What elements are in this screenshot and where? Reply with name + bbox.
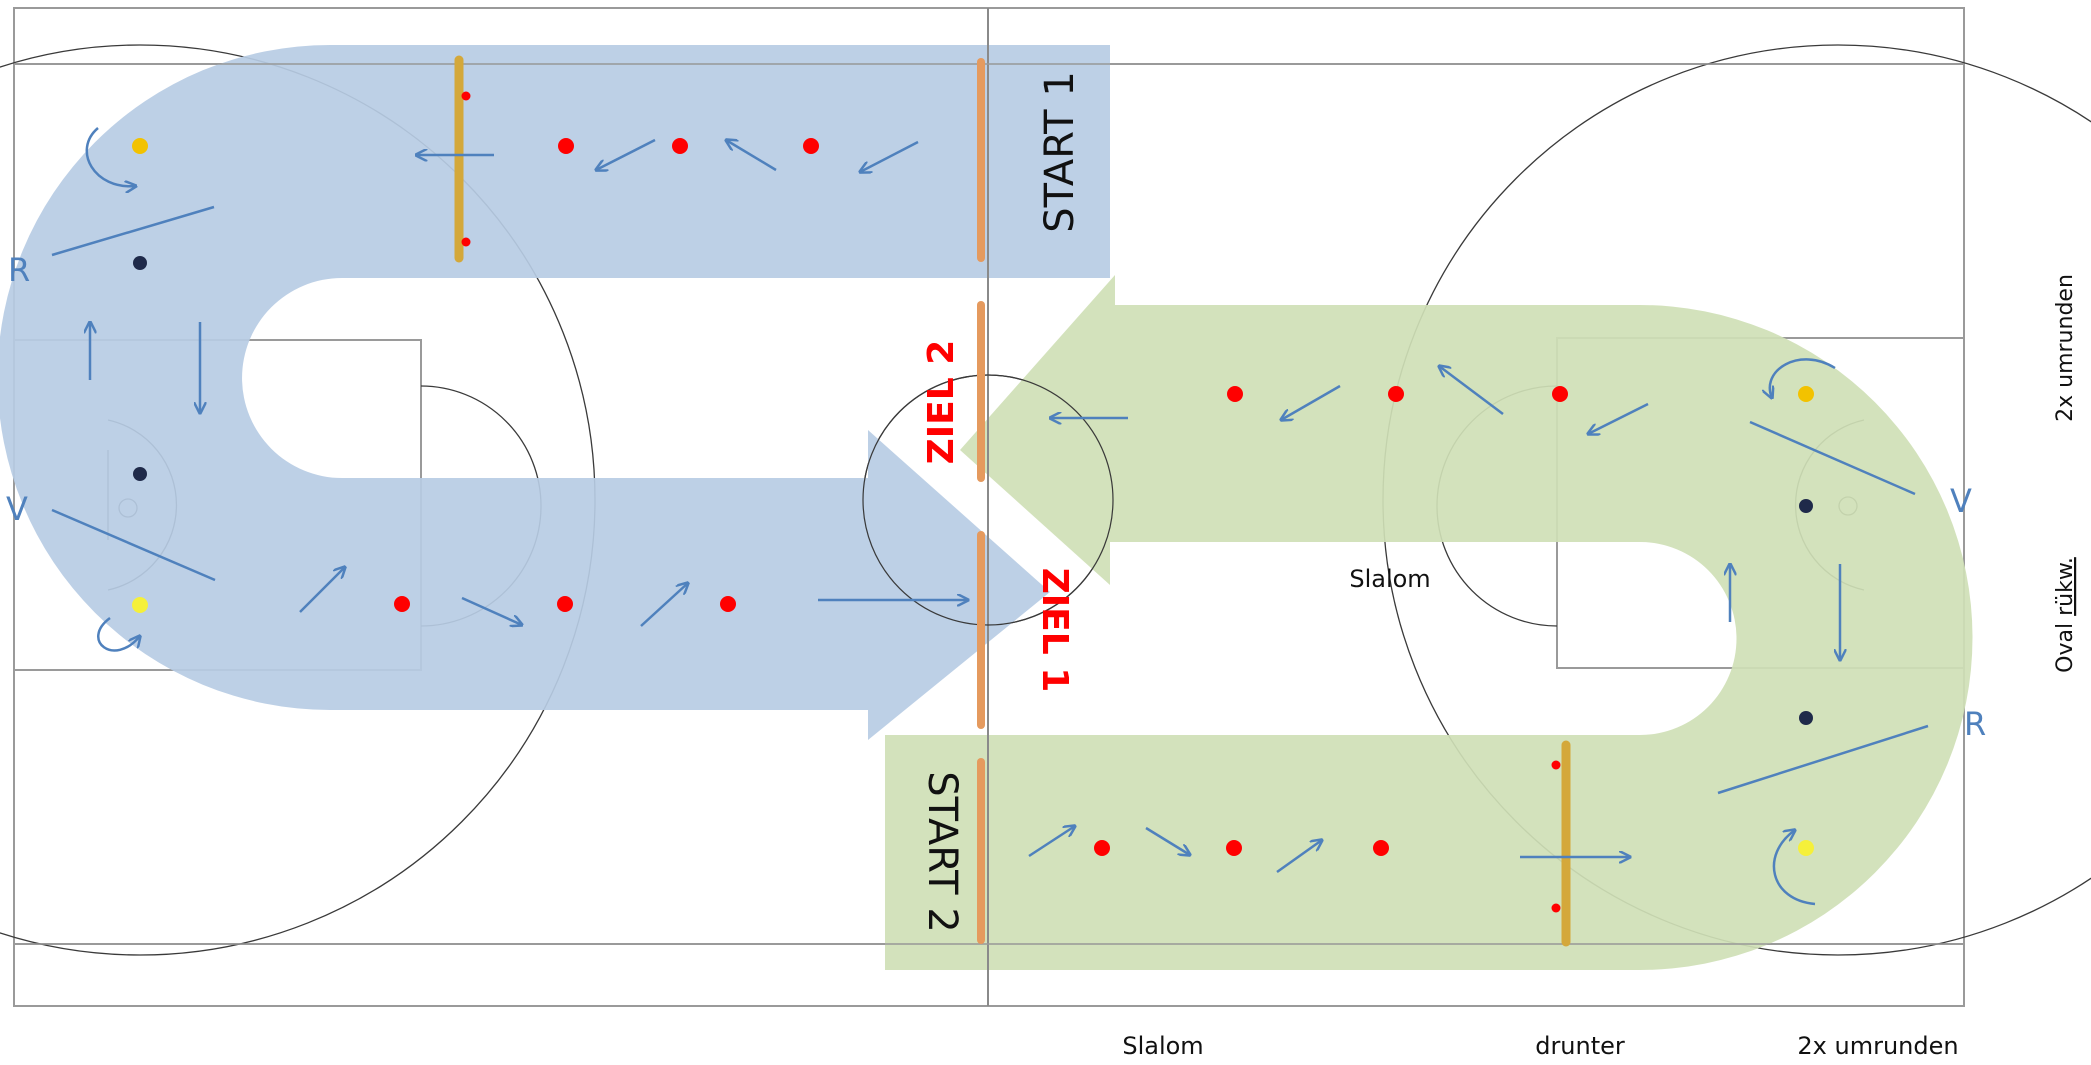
bottom-label-drunter: drunter	[1535, 1032, 1625, 1060]
cone	[557, 596, 573, 612]
marker-navy	[1799, 711, 1813, 725]
marker-navy	[133, 467, 147, 481]
arrow	[1588, 402, 1649, 434]
side-label-oval-word: rükw.	[2053, 557, 2078, 616]
gate-post-left-top	[461, 91, 471, 101]
ziel1-label: ZIEL 1	[1034, 568, 1075, 693]
arrow	[1281, 384, 1341, 420]
slalom-mid-label: Slalom	[1349, 565, 1430, 593]
r-label-right: R	[1964, 705, 1986, 743]
cone	[1388, 386, 1404, 402]
cone	[672, 138, 688, 154]
direction-arrows	[90, 138, 1840, 874]
loop-arrow-icon	[97, 616, 140, 652]
gate-post-right-bottom	[1551, 903, 1561, 913]
arrow	[1028, 826, 1075, 858]
marker-yellow	[132, 597, 148, 613]
gate-post-left-bottom	[461, 237, 471, 247]
marker-navy	[133, 256, 147, 270]
bottom-label-slalom: Slalom	[1122, 1032, 1203, 1060]
cone	[394, 596, 410, 612]
arrow	[640, 583, 688, 627]
arrow	[461, 596, 522, 625]
gate-post-right-top	[1551, 760, 1561, 770]
side-label-oval-prefix: Oval	[2053, 616, 2078, 673]
arrow	[860, 140, 919, 172]
loop-arrows	[85, 127, 1836, 906]
cone	[1227, 386, 1243, 402]
cone	[1552, 386, 1568, 402]
cone	[720, 596, 736, 612]
marker-yellow	[132, 138, 148, 154]
v-label-left: V	[6, 490, 28, 528]
arrow	[726, 140, 777, 172]
markers	[132, 138, 1814, 856]
bottom-label-umrunden: 2x umrunden	[1797, 1032, 1958, 1060]
diagonal-line	[1749, 420, 1916, 496]
v-label-right: V	[1950, 482, 1972, 520]
diagonal-line	[51, 205, 215, 257]
start1-label: START 1	[1037, 71, 1083, 233]
cone	[803, 138, 819, 154]
side-label-oval: Oval rükw.	[2053, 557, 2078, 673]
loop-arrow-icon	[85, 127, 136, 186]
cone	[1226, 840, 1242, 856]
loop-arrow-icon	[1770, 358, 1836, 398]
diagonal-line	[51, 508, 216, 582]
green-course-path	[885, 275, 1973, 970]
arrow	[1439, 366, 1504, 415]
start2-label: START 2	[919, 771, 965, 933]
center-circle-overlay	[862, 374, 1114, 626]
arrow	[596, 138, 656, 170]
arrow	[1276, 840, 1322, 874]
diagonal-lines	[51, 205, 1929, 795]
arrow	[1145, 826, 1190, 855]
loop-arrow-icon	[1772, 830, 1816, 906]
side-label-umrunden: 2x umrunden	[2053, 274, 2078, 422]
cone	[1094, 840, 1110, 856]
cone	[558, 138, 574, 154]
marker-navy	[1799, 499, 1813, 513]
diagonal-line	[1717, 724, 1929, 795]
slalom-cones	[394, 138, 1568, 856]
blue-course-path	[0, 45, 1110, 740]
cone	[1373, 840, 1389, 856]
marker-yellow	[1798, 386, 1814, 402]
arrow	[299, 567, 345, 613]
marker-yellow	[1798, 840, 1814, 856]
ziel2-label: ZIEL 2	[921, 340, 962, 465]
r-label-left: R	[8, 251, 30, 289]
